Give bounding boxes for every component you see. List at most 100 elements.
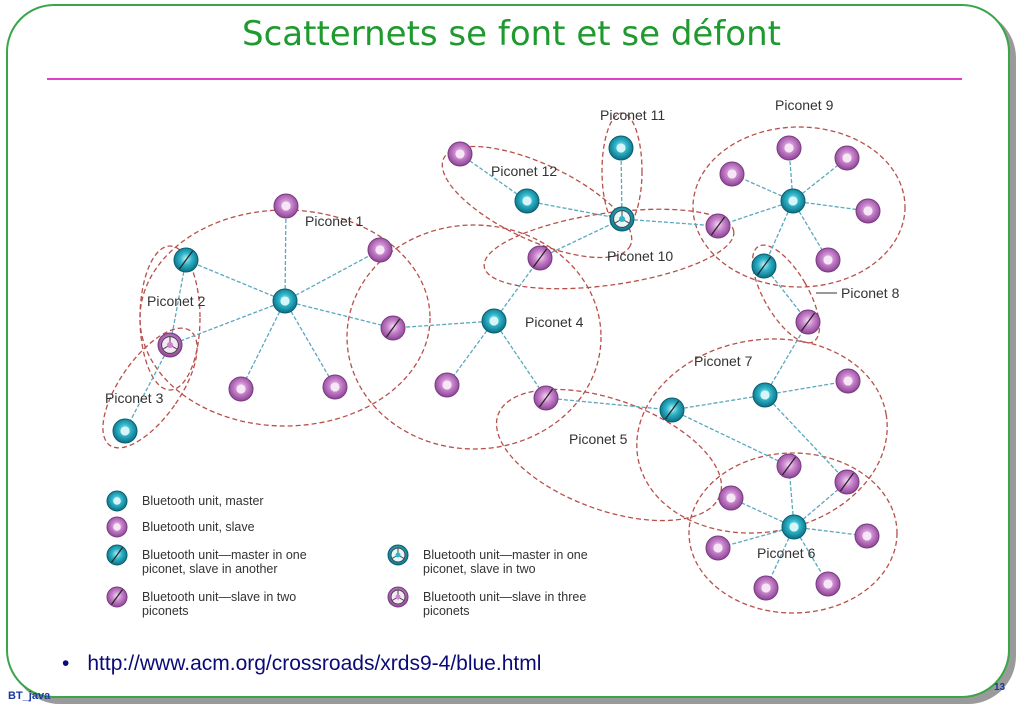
bullet-marker: • [62, 652, 70, 675]
legend-item: Bluetooth unit, slave [106, 516, 255, 538]
link-line [792, 200, 869, 212]
slave-three-piconets-icon [157, 332, 183, 358]
slave-unit-icon [447, 141, 473, 167]
link-line [717, 526, 795, 549]
piconet-10-boundary [483, 208, 735, 290]
piconet-label: Piconet 3 [105, 390, 164, 406]
piconet-label: Piconet 1 [305, 213, 364, 229]
slave-unit-icon [753, 575, 779, 601]
master-unit-icon [481, 308, 507, 334]
slave-two-piconets-icon [527, 245, 553, 271]
legend-text: piconet, slave in another [142, 562, 278, 576]
slave-two-piconets-icon [705, 213, 731, 239]
slave-unit-icon [228, 376, 254, 402]
link-line [671, 409, 790, 467]
reference-bullet: • http://www.acm.org/crossroads/xrds9-4/b… [62, 652, 541, 676]
piconet-label: Piconet 9 [775, 97, 834, 113]
link-line [493, 257, 541, 322]
footer-label: BT_java [8, 690, 51, 702]
link-line [459, 153, 528, 202]
master-slave-unit-icon [106, 544, 128, 566]
slave-unit-icon [835, 368, 861, 394]
link-line [284, 205, 287, 302]
master-slave-two-icon [609, 206, 635, 232]
master-unit-icon [608, 135, 634, 161]
legend-text: piconets [423, 604, 470, 618]
piconet-label: Piconet 6 [757, 545, 816, 561]
legend-text: Bluetooth unit—master in one [142, 548, 307, 562]
slave-two-piconets-icon [776, 453, 802, 479]
link-line [764, 380, 849, 396]
slave-unit-icon [854, 523, 880, 549]
slave-two-piconets-icon [533, 385, 559, 411]
legend-text: Bluetooth unit—master in one [423, 548, 588, 562]
slave-two-piconets-icon [795, 309, 821, 335]
link-line [446, 320, 495, 386]
legend-text: Bluetooth unit—slave in two [142, 590, 296, 604]
master-unit-icon [514, 188, 540, 214]
piconet-label: Piconet 5 [569, 431, 628, 447]
page-number: 13 [994, 682, 1006, 693]
legend-text: piconet, slave in two [423, 562, 536, 576]
master-slave-unit-icon [751, 253, 777, 279]
master-unit-icon [272, 288, 298, 314]
master-unit-icon [781, 514, 807, 540]
piconet-2-boundary [139, 245, 201, 391]
master-slave-unit-icon [659, 397, 685, 423]
slave-unit-icon [367, 237, 393, 263]
link-line [169, 300, 286, 346]
master-slave-two-icon [387, 544, 409, 566]
slave-unit-icon [273, 193, 299, 219]
piconet-5-boundary [495, 388, 723, 522]
link-line [284, 300, 394, 329]
legend-text: piconets [142, 604, 189, 618]
master-unit-icon [752, 382, 778, 408]
piconet-label: Piconet 8 [841, 285, 900, 301]
slave-unit-icon [834, 145, 860, 171]
link-line [493, 320, 547, 399]
slave-unit-icon [718, 485, 744, 511]
piconet-label: Piconet 7 [694, 353, 753, 369]
link-line [392, 320, 495, 329]
link-line [284, 249, 381, 302]
master-unit-icon [106, 490, 128, 512]
link-line [169, 259, 187, 346]
master-unit-icon [780, 188, 806, 214]
piconet-7-boundary [636, 338, 888, 534]
piconet-1-boundary [139, 209, 431, 427]
slave-unit-icon [705, 535, 731, 561]
link-line [124, 344, 171, 432]
piconet-3-boundary [102, 327, 198, 449]
legend-text: Bluetooth unit, master [142, 494, 264, 508]
legend-text: Bluetooth unit, slave [142, 520, 255, 534]
piconet-label: Piconet 4 [525, 314, 584, 330]
link-line [526, 200, 623, 220]
slave-unit-icon [815, 247, 841, 273]
piconet-6-boundary [688, 452, 898, 614]
slave-unit-icon [106, 516, 128, 538]
link-line [621, 218, 719, 227]
slave-three-piconets-icon [387, 586, 409, 608]
slave-unit-icon [719, 161, 745, 187]
link-line [539, 218, 623, 259]
reference-link[interactable]: http://www.acm.org/crossroads/xrds9-4/bl… [87, 652, 542, 675]
piconet-9-boundary [692, 126, 906, 288]
master-unit-icon [112, 418, 138, 444]
slave-two-piconets-icon [834, 469, 860, 495]
link-line [764, 394, 848, 483]
piconet-label: Piconet 11 [600, 107, 665, 123]
link-line [545, 397, 673, 411]
piconet-label: Piconet 12 [491, 163, 557, 179]
link-line [240, 300, 286, 390]
master-slave-unit-icon [173, 247, 199, 273]
slave-two-piconets-icon [106, 586, 128, 608]
slave-unit-icon [855, 198, 881, 224]
link-line [284, 300, 336, 388]
piconet-12-boundary [441, 145, 633, 259]
slave-two-piconets-icon [380, 315, 406, 341]
